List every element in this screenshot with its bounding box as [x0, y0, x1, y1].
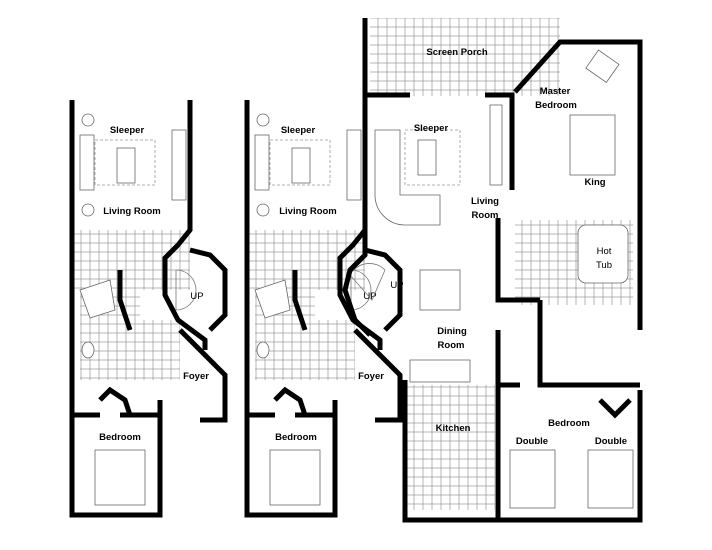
double-bed: [509, 449, 556, 509]
room-label-bedroom: Bedroom: [548, 418, 590, 429]
wall: [402, 380, 498, 523]
room-label-bedroom: Bedroom: [275, 432, 317, 443]
sofa: [79, 134, 95, 191]
room-label-living: Living: [471, 196, 499, 207]
wall: [162, 100, 208, 350]
rug: [94, 139, 156, 186]
double-bed: [587, 449, 634, 509]
room-label-kitchen: Kitchen: [436, 423, 471, 434]
screen-porch-tile: [370, 18, 560, 96]
room-label-bedroom: Bedroom: [99, 432, 141, 443]
room-label-living-room: Room: [472, 210, 499, 221]
lamp: [81, 113, 95, 127]
bed: [94, 449, 146, 506]
bed-label-double: Double: [595, 436, 627, 447]
wall: [342, 95, 372, 337]
room-label-sleeper: Sleeper: [414, 123, 449, 134]
corner-tub: [79, 279, 116, 319]
wall: [513, 39, 643, 330]
rug: [404, 129, 461, 186]
wall: [485, 92, 515, 190]
wall: [495, 218, 540, 303]
coffee-table: [417, 139, 437, 176]
spiral-stair: [349, 263, 386, 301]
wall: [117, 270, 133, 331]
unit-1: Sleeper Living Room UP Foyer Bedroom: [69, 100, 228, 518]
hot-tub: [577, 224, 629, 284]
tv-console: [171, 129, 187, 201]
kitchen-tile: [405, 385, 495, 510]
label-hot: Hot: [597, 246, 612, 257]
kitchen-counter: [409, 359, 471, 383]
foyer-tile: [140, 320, 180, 380]
closet-wall: [598, 398, 632, 419]
wall: [69, 100, 163, 518]
room-label-dining: Dining: [437, 326, 467, 337]
spiral-stair: [175, 269, 197, 311]
lamp: [81, 203, 95, 217]
room-label-living-room: Living Room: [103, 206, 161, 217]
stair-wall: [189, 247, 228, 332]
bed-label-double: Double: [516, 436, 548, 447]
wall: [537, 300, 640, 388]
room-label-living-room: Living Room: [279, 206, 337, 217]
room-label-sleeper: Sleeper: [281, 125, 316, 136]
room-label-master: Master: [540, 86, 571, 97]
coffee-table: [116, 147, 136, 184]
wall: [495, 330, 643, 523]
tv-console: [489, 104, 503, 186]
room-label-screen-porch: Screen Porch: [426, 47, 487, 58]
room-label-sleeper: Sleeper: [110, 125, 145, 136]
tile-floor: [72, 230, 190, 290]
room-label-foyer: Foyer: [358, 371, 384, 382]
closet-wall: [98, 386, 133, 416]
room-label-master-bedroom: Bedroom: [535, 100, 577, 111]
unit-2: Sleeper Living Room UP Foyer Bedroom: [247, 100, 400, 515]
stairs-up-label: UP: [363, 291, 376, 302]
wall: [178, 328, 228, 423]
sectional-sofa: [374, 129, 441, 226]
dining-table: [419, 269, 461, 311]
armchair: [585, 49, 620, 84]
room-label-dining-room: Room: [438, 340, 465, 351]
stairs-up-label: UP: [390, 280, 403, 291]
room-label-king: King: [584, 177, 605, 188]
room-label-foyer: Foyer: [183, 371, 209, 382]
unit-3: Screen Porch Sleeper Living Room Master …: [342, 18, 643, 523]
stairs-up-label: UP: [190, 291, 203, 302]
toilet: [81, 341, 95, 359]
label-hot-tub: Tub: [596, 260, 612, 271]
king-bed: [569, 114, 616, 176]
